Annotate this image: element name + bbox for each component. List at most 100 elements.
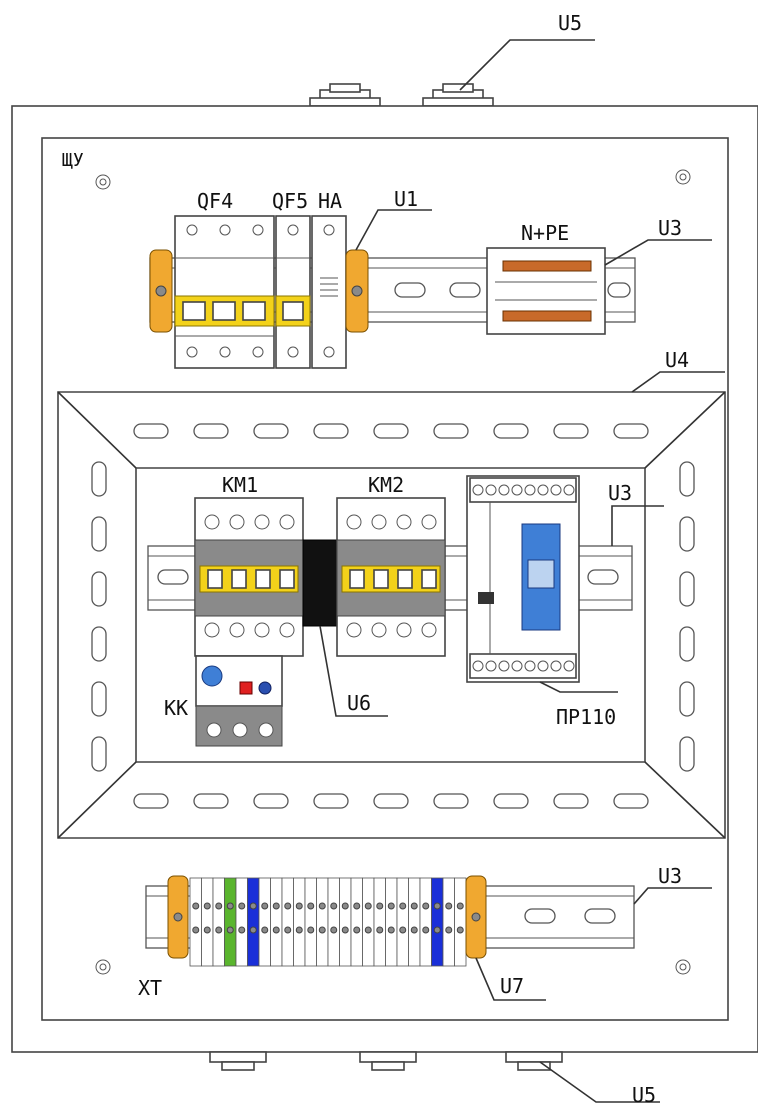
terminal-screw	[456, 902, 464, 910]
terminal	[396, 877, 409, 967]
relay-pin	[550, 660, 562, 672]
cable-gland-bottom-2	[359, 1051, 417, 1071]
tray-slot	[433, 793, 469, 809]
tray-slot	[613, 793, 649, 809]
terminal-screw	[215, 902, 223, 910]
relay-pin	[511, 484, 523, 496]
terminal-screw	[272, 902, 280, 910]
terminal	[281, 877, 294, 967]
tray-slot	[493, 423, 529, 439]
breaker-qf5	[275, 215, 311, 369]
terminal-screw	[192, 926, 200, 934]
tray-slot	[91, 571, 107, 607]
terminal-screw	[376, 902, 384, 910]
terminal-screw	[249, 902, 257, 910]
leader-lines	[319, 39, 725, 1103]
terminal	[339, 877, 352, 967]
terminal-screw	[249, 926, 257, 934]
terminal	[235, 877, 248, 967]
tray-slot	[193, 793, 229, 809]
tray-slot	[313, 423, 349, 439]
terminal-screw	[272, 926, 280, 934]
programmable-relay-pr110	[466, 475, 580, 683]
n-pe-busbar	[486, 247, 606, 335]
label-qf5: QF5	[272, 189, 308, 213]
label-qf4: QF4	[197, 189, 233, 213]
terminal	[385, 877, 398, 967]
tray-slot	[313, 793, 349, 809]
mechanical-interlock-u6	[302, 539, 338, 627]
tray-slot	[253, 423, 289, 439]
terminal-screw	[330, 926, 338, 934]
cable-gland-top-1	[309, 83, 381, 107]
relay-pin	[537, 484, 549, 496]
terminal	[408, 877, 421, 967]
terminal	[316, 877, 329, 967]
terminal-block-xt	[189, 877, 467, 967]
tray-slot	[493, 793, 529, 809]
relay-pin	[472, 484, 484, 496]
end-stopper-xt-right	[465, 875, 487, 959]
tray-slot	[133, 793, 169, 809]
tray-slot	[193, 423, 229, 439]
terminal-screw	[445, 902, 453, 910]
terminal-screw	[203, 926, 211, 934]
tray-slot	[133, 423, 169, 439]
label-n-pe: N+PE	[521, 221, 569, 245]
contactor-km2	[336, 497, 446, 657]
label-u6: U6	[347, 691, 371, 715]
terminal-screw	[341, 902, 349, 910]
terminal-screw	[433, 902, 441, 910]
terminal-screw	[238, 902, 246, 910]
label-u1: U1	[394, 187, 418, 211]
terminal	[293, 877, 306, 967]
tray-slot	[679, 516, 695, 552]
terminal-screw	[422, 902, 430, 910]
tray-slot	[373, 423, 409, 439]
terminal-screw	[192, 902, 200, 910]
terminal	[373, 877, 386, 967]
terminal	[350, 877, 363, 967]
tray-slot	[91, 626, 107, 662]
tray-slot	[613, 423, 649, 439]
relay-pin	[563, 660, 575, 672]
relay-pin	[485, 484, 497, 496]
terminal-screw	[410, 926, 418, 934]
contactor-km1	[194, 497, 304, 657]
terminal-screw	[433, 926, 441, 934]
terminal-screw	[215, 926, 223, 934]
label-u5-top: U5	[558, 11, 582, 35]
terminal	[419, 877, 432, 967]
tray-slot	[91, 516, 107, 552]
tray-slot	[679, 681, 695, 717]
terminal	[362, 877, 375, 967]
terminal-screw	[399, 902, 407, 910]
terminal-screw	[353, 902, 361, 910]
label-u3-middle: U3	[608, 481, 632, 505]
terminal-screw	[410, 902, 418, 910]
terminal	[304, 877, 317, 967]
relay-pin	[563, 484, 575, 496]
terminal-screw	[295, 902, 303, 910]
tray-slot	[679, 736, 695, 772]
label-u3-bottom: U3	[658, 864, 682, 888]
tray-slot	[679, 626, 695, 662]
relay-pin	[498, 484, 510, 496]
terminal-screw	[364, 902, 372, 910]
terminal-screw	[445, 926, 453, 934]
relay-pin	[511, 660, 523, 672]
terminal-screw	[387, 902, 395, 910]
terminal-screw	[330, 902, 338, 910]
tray-slot	[91, 461, 107, 497]
terminal-screw	[284, 902, 292, 910]
label-u7: U7	[500, 974, 524, 998]
terminal	[212, 877, 225, 967]
terminal	[189, 877, 202, 967]
terminal	[431, 877, 444, 967]
terminal-screw	[307, 902, 315, 910]
tray-slot	[679, 571, 695, 607]
terminal-screw	[376, 926, 384, 934]
tray-slot	[373, 793, 409, 809]
